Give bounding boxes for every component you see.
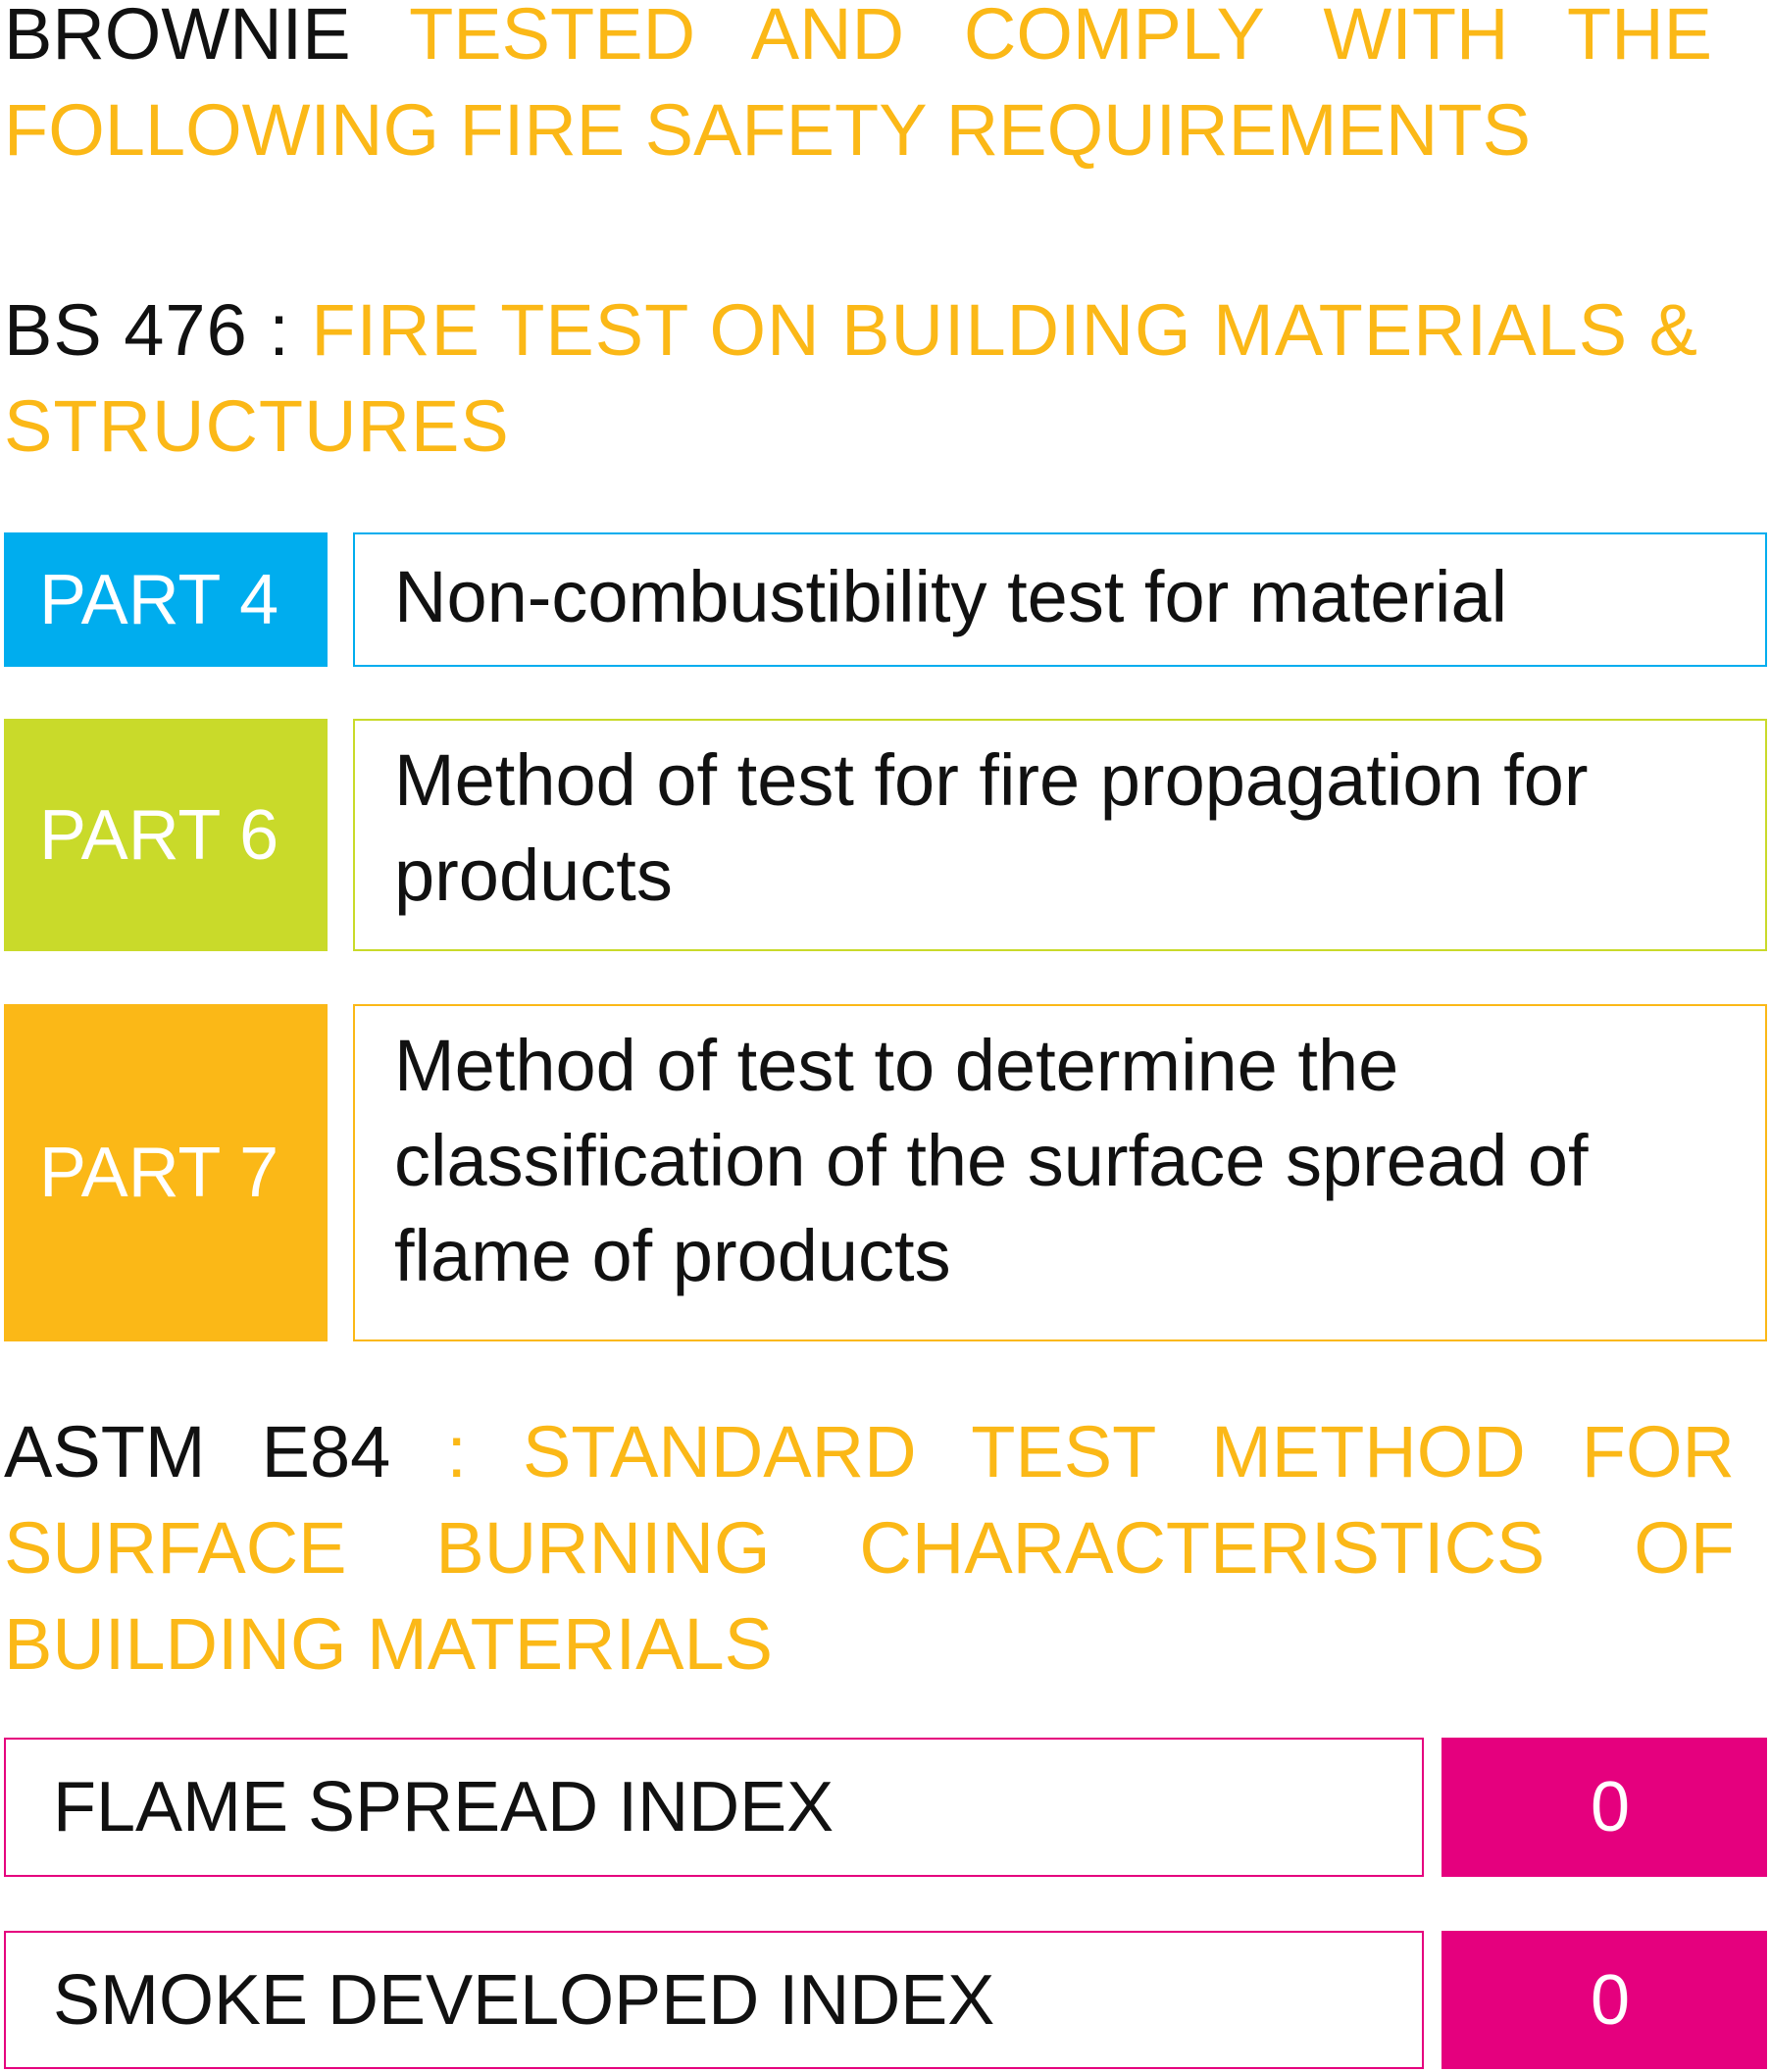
part-label-6: PART 6 (4, 719, 328, 951)
bs476-title: FIRE TEST ON BUILDING MATERIALS & STRUCT… (4, 289, 1699, 467)
part-row-6: PART 6 Method of test for fire propagati… (4, 719, 1767, 951)
flame-spread-value: 0 (1441, 1738, 1767, 1877)
smoke-developed-label: SMOKE DEVELOPED INDEX (4, 1931, 1424, 2069)
part-label-7: PART 7 (4, 1004, 328, 1341)
bs476-code: BS 476 : (4, 289, 290, 371)
part-description-7: Method of test to determine the classifi… (353, 1004, 1767, 1341)
flame-spread-row: FLAME SPREAD INDEX 0 (4, 1738, 1767, 1877)
part-row-7: PART 7 Method of test to determine the c… (4, 1004, 1767, 1341)
part-description-4: Non-combustibility test for material (353, 532, 1767, 667)
astm-title: STANDARD TEST METHOD FOR SURFACE BURNING… (4, 1411, 1735, 1685)
bs476-heading: BS 476 : FIRE TEST ON BUILDING MATERIALS… (4, 282, 1712, 475)
part-description-6: Method of test for fire propagation for … (353, 719, 1767, 951)
smoke-developed-row: SMOKE DEVELOPED INDEX 0 (4, 1931, 1767, 2069)
astm-heading: ASTM E84 : STANDARD TEST METHOD FOR SURF… (4, 1404, 1735, 1693)
flame-spread-label: FLAME SPREAD INDEX (4, 1738, 1424, 1877)
intro-text: TESTED AND COMPLY WITH THE FOLLOWING FIR… (4, 0, 1712, 171)
part-label-4: PART 4 (4, 532, 328, 667)
part-row-4: PART 4 Non-combustibility test for mater… (4, 532, 1767, 667)
astm-separator: : (446, 1411, 467, 1492)
intro-heading: BROWNIE TESTED AND COMPLY WITH THE FOLLO… (4, 0, 1712, 178)
brand-name: BROWNIE (4, 0, 351, 75)
smoke-developed-value: 0 (1441, 1931, 1767, 2069)
astm-code: ASTM E84 (4, 1411, 391, 1492)
